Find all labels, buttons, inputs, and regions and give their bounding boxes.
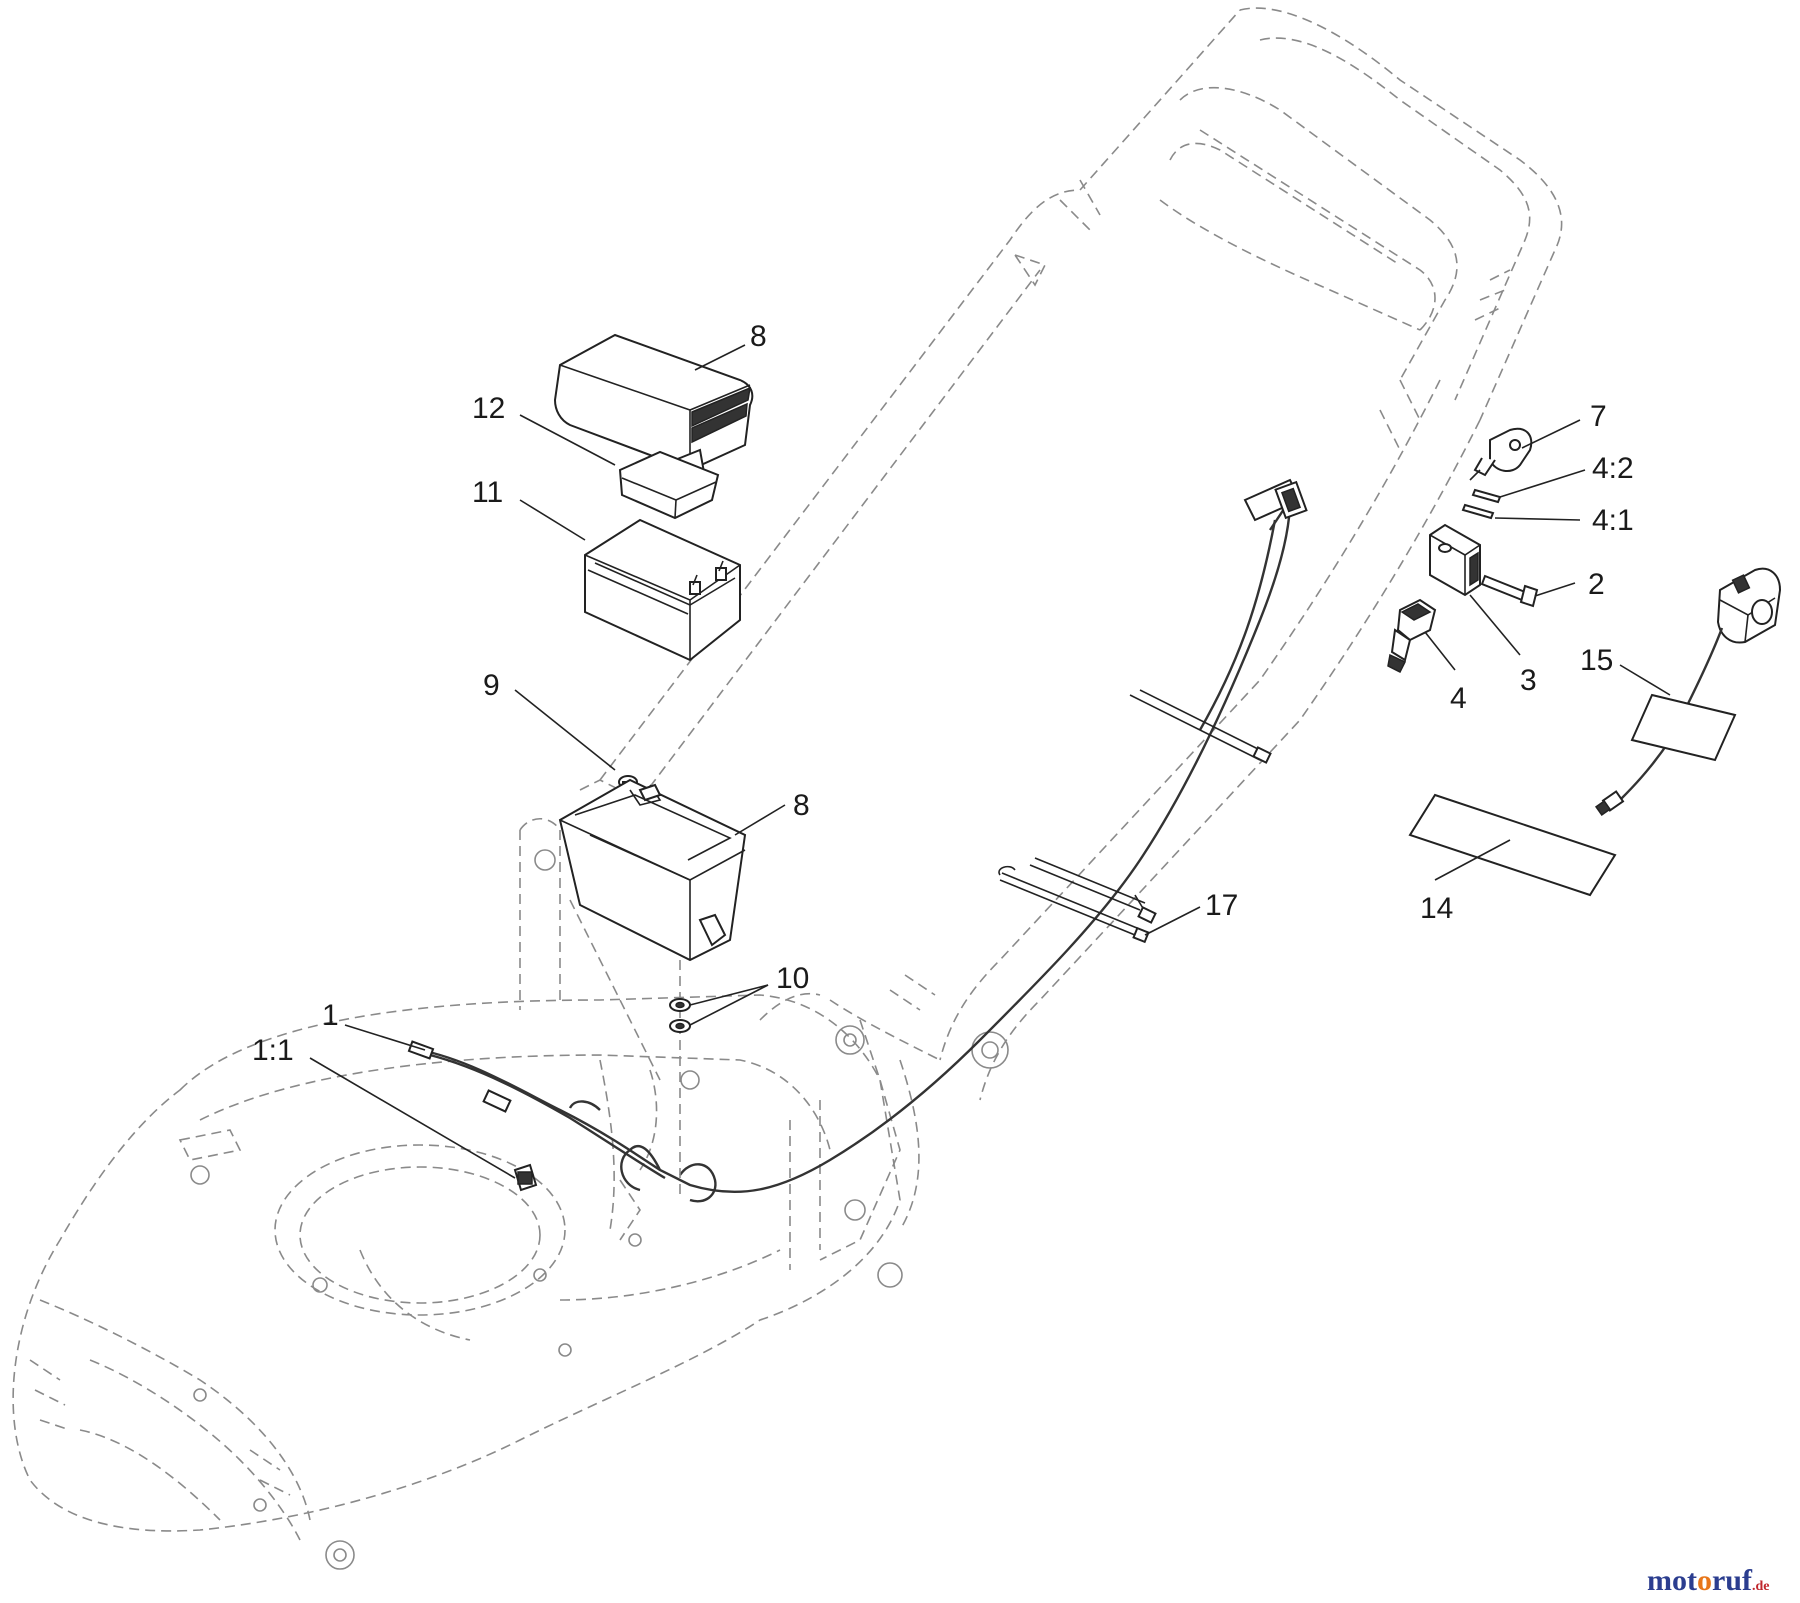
decal-14 [1408, 793, 1617, 897]
leader-1 [344, 1024, 426, 1051]
bolt [1480, 574, 1539, 608]
callout-9: 9 [483, 669, 500, 702]
callout-14: 14 [1420, 892, 1453, 925]
leader-2 [1534, 582, 1576, 597]
callout-4: 4 [1450, 682, 1467, 715]
battery [584, 518, 741, 662]
callout-12: 12 [472, 392, 505, 425]
leader-11 [519, 499, 586, 541]
leader-lines [309, 344, 1671, 1179]
decal-15 [1630, 693, 1737, 762]
leader-14 [1434, 839, 1511, 881]
callout-3: 3 [1520, 664, 1537, 697]
leader-17 [1144, 906, 1201, 936]
svg-text:motoruf.de: motoruf.de [1647, 1564, 1769, 1597]
callout-4-2: 4:2 [1592, 452, 1634, 485]
watermark-brand-a: mot [1647, 1564, 1697, 1597]
battery-box [558, 778, 747, 962]
callout-4-1: 4:1 [1592, 504, 1634, 537]
cable-tie [998, 865, 1150, 944]
leader-4-1 [1494, 517, 1581, 521]
leader-8-box [734, 804, 786, 836]
callout-15: 15 [1580, 644, 1613, 677]
callout-1: 1 [322, 999, 339, 1032]
watermark-brand-c: ruf [1712, 1564, 1753, 1597]
callout-11: 11 [472, 476, 503, 509]
callout-2: 2 [1588, 568, 1605, 601]
washers [669, 960, 691, 1200]
callout-8-top: 8 [750, 320, 767, 353]
ignition-key [1469, 427, 1533, 481]
leader-4-2 [1499, 469, 1586, 498]
leader-10a [689, 984, 769, 1006]
leader-4 [1424, 631, 1456, 671]
leader-3 [1469, 594, 1521, 656]
leader-8-top [694, 344, 746, 371]
handle-frame-outline [579, 7, 1563, 1288]
switch [1387, 598, 1437, 674]
mower-deck-outline [12, 994, 901, 1570]
callout-17: 17 [1205, 889, 1238, 922]
callout-labels: 8 12 11 9 8 10 1 1:1 7 4:2 4:1 2 3 4 15 … [252, 320, 1634, 1067]
callout-8-box: 8 [793, 789, 810, 822]
bracket-outline [519, 817, 661, 1241]
watermark-suffix: .de [1752, 1579, 1770, 1594]
battery-charger [1594, 567, 1782, 817]
watermark-brand-b: o [1697, 1564, 1712, 1597]
leader-1-1 [309, 1057, 516, 1179]
leader-9 [514, 689, 616, 771]
watermark-logo: motoruf.de [1647, 1564, 1769, 1597]
callout-1-1: 1:1 [252, 1034, 294, 1067]
key-switch [1429, 523, 1481, 597]
leader-7 [1521, 419, 1581, 449]
leader-15 [1619, 664, 1671, 696]
connector-pins [1461, 488, 1502, 520]
battery-cover [553, 333, 754, 490]
callout-10: 10 [776, 962, 809, 995]
wire-harness [407, 478, 1308, 1203]
callout-7: 7 [1590, 400, 1607, 433]
leader-10b [689, 984, 769, 1026]
battery-pad [618, 450, 720, 520]
leader-12 [519, 414, 616, 466]
